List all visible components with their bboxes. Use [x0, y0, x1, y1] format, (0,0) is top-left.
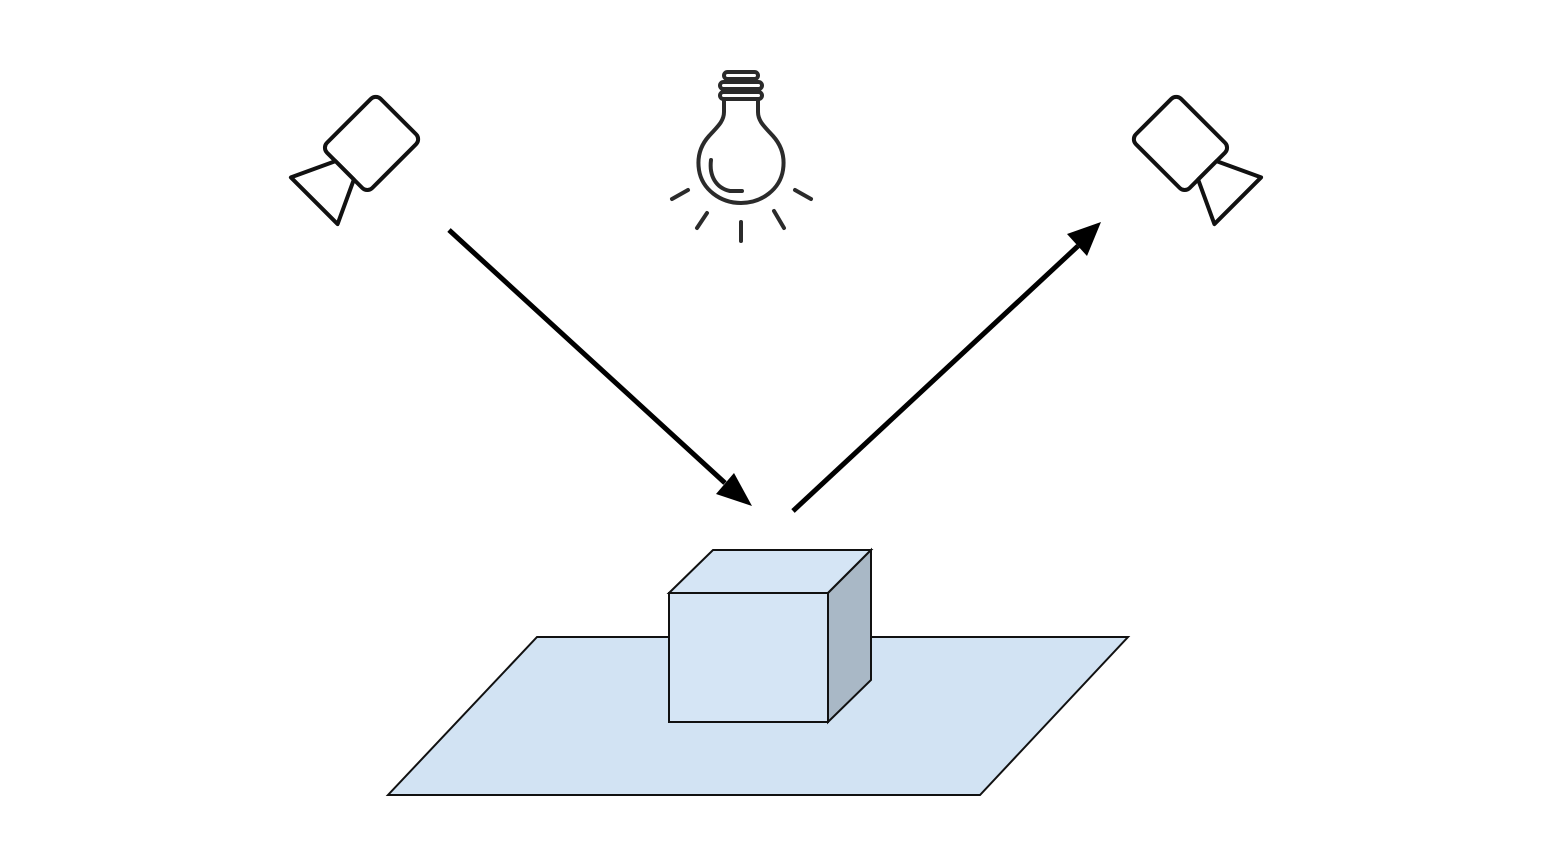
cube-front-face	[668, 592, 829, 723]
camera-icon	[288, 94, 421, 227]
incident-ray-arrow	[447, 228, 752, 506]
cube-icon	[666, 547, 874, 725]
reflected-ray-arrow	[791, 222, 1101, 513]
camera-icon	[1131, 94, 1264, 227]
light-bulb-icon	[670, 70, 813, 243]
